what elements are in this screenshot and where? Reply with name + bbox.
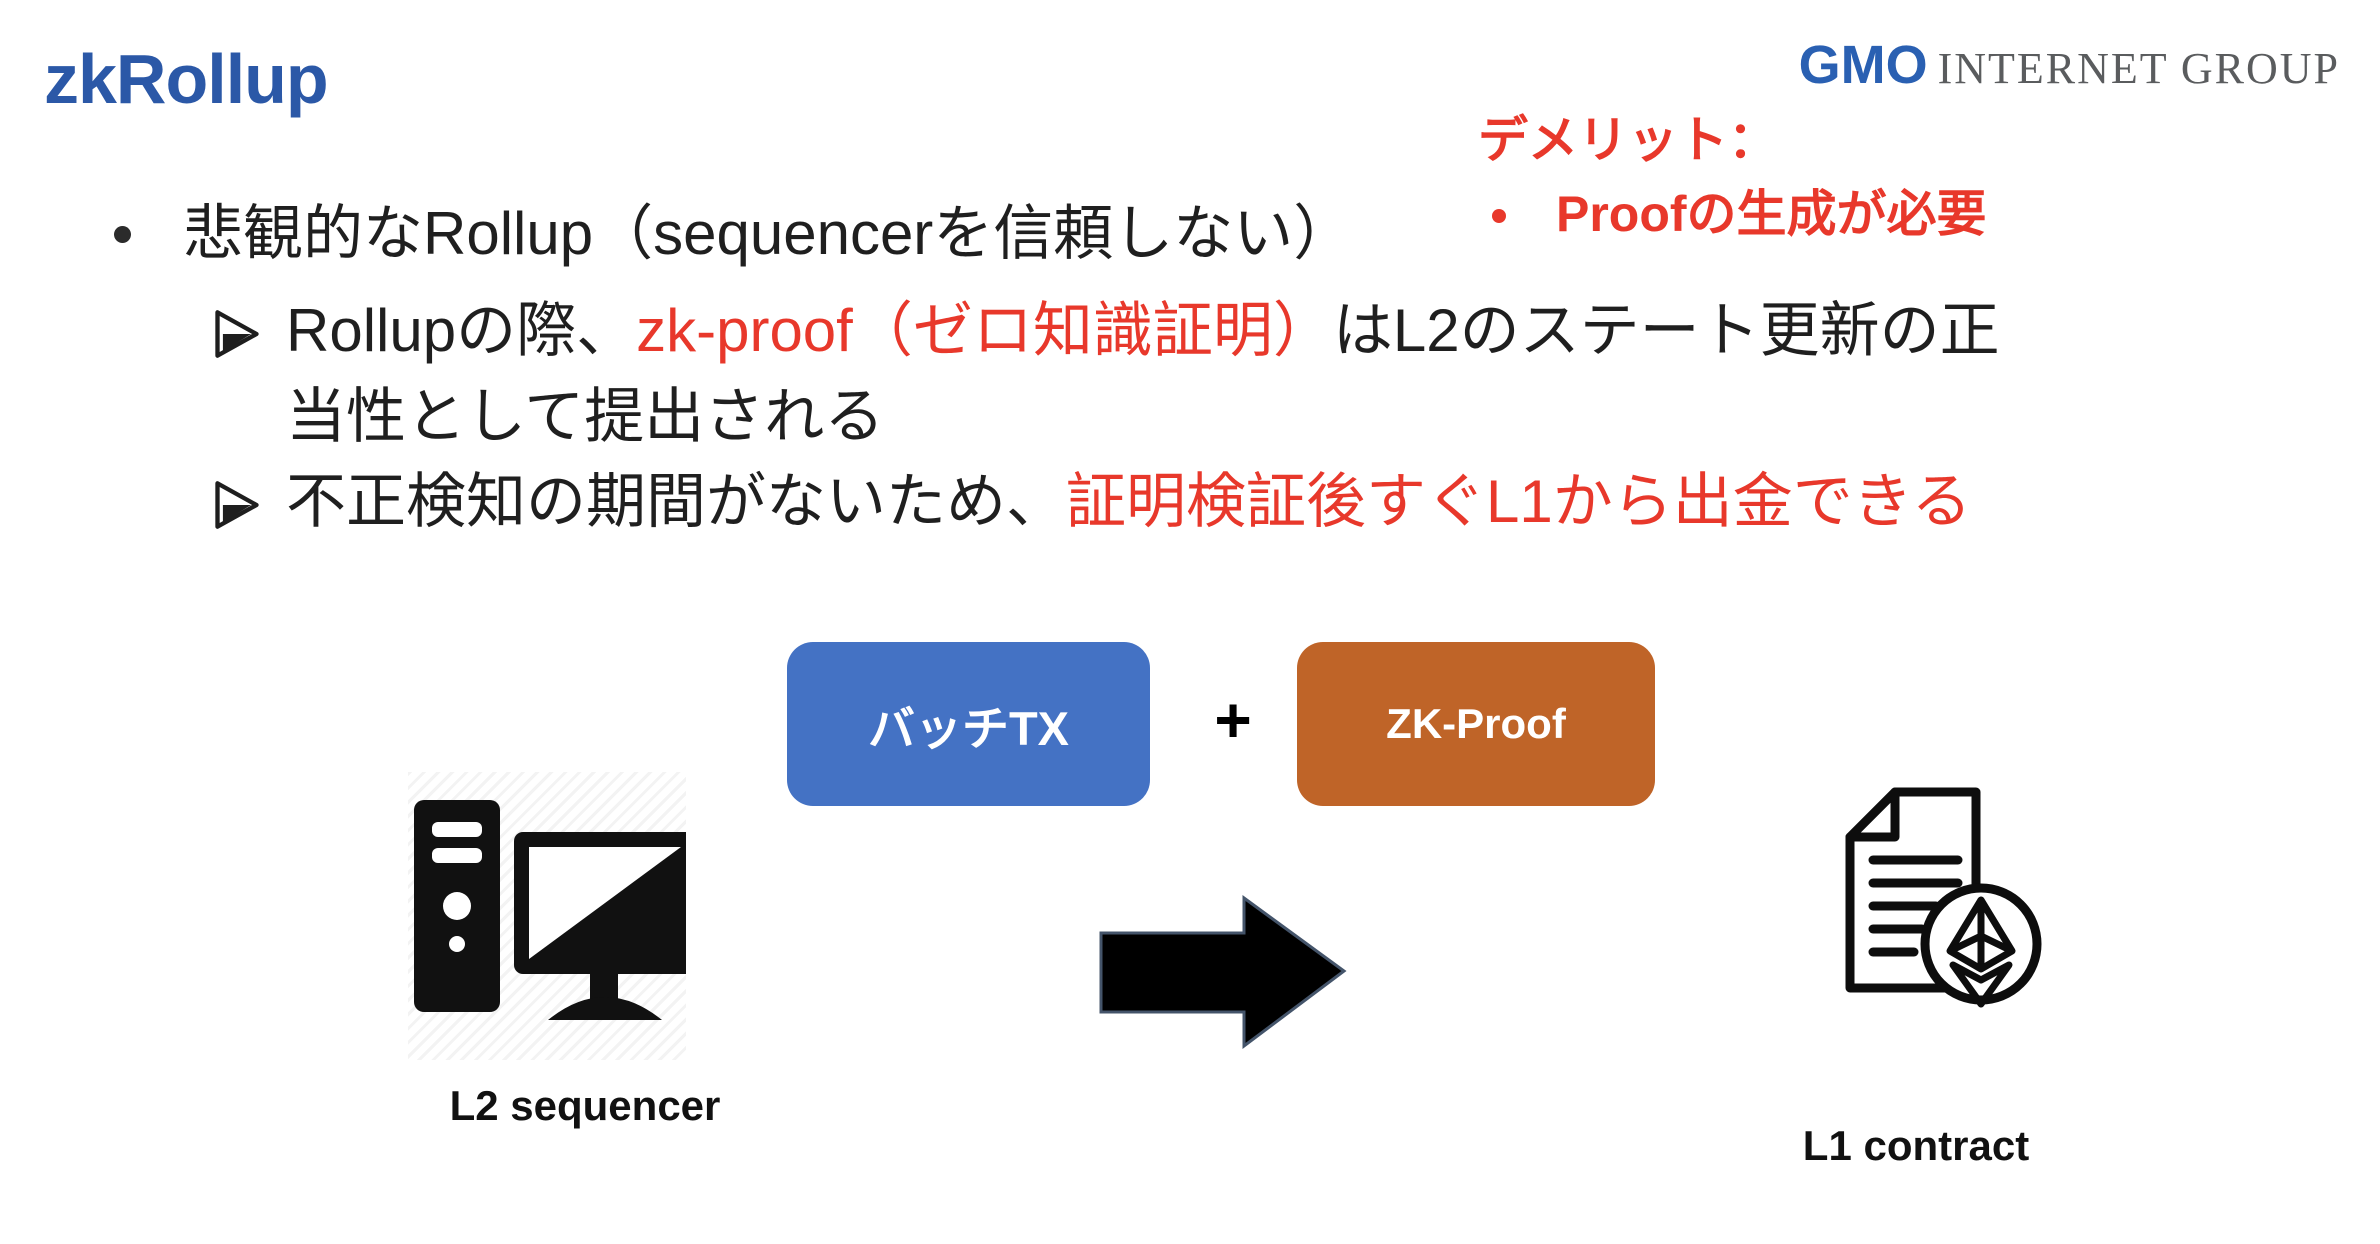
bullet-sub1-line2: 当性として提出される xyxy=(286,383,885,450)
bullet-main-text: 悲観的なRollup（sequencerを信頼しない） xyxy=(183,200,1354,267)
gmo-internet-group-logo: GMO INTERNET GROUP xyxy=(1799,38,2340,92)
sub2-black: 不正検知の期間がないため、 xyxy=(286,468,1066,535)
bullet-sub2: 不正検知の期間がないため、証明検証後すぐL1から出金できる xyxy=(212,459,1972,545)
red-bullet-dot xyxy=(1492,209,1506,223)
demerit-item-text: Proofの生成が必要 xyxy=(1556,186,1987,242)
bullet-sub2-text: 不正検知の期間がないため、証明検証後すぐL1から出金できる xyxy=(286,459,1972,545)
internet-group-logo-text: INTERNET GROUP xyxy=(1937,44,2340,93)
bullet-sub1: Rollupの際、zk-proof（ゼロ知識証明）はL2のステート更新の正 当性… xyxy=(212,288,2000,460)
arrowhead-bullet-icon xyxy=(215,481,259,529)
contract-document-icon xyxy=(1845,787,2042,1008)
l2-sequencer-label: L2 sequencer xyxy=(449,1082,721,1129)
bullet-sub1-text: Rollupの際、zk-proof（ゼロ知識証明）はL2のステート更新の正 当性… xyxy=(286,288,2000,460)
gmo-logo-text: GMO xyxy=(1798,35,1928,95)
demerit-block: デメリット： Proofの生成が必要 xyxy=(1478,110,1987,244)
l2-sequencer-figure xyxy=(408,772,686,1060)
sub1-red: zk-proof（ゼロ知識証明） xyxy=(636,297,1333,364)
plus-sign: + xyxy=(1214,684,1252,756)
bullet-sub1-line1: Rollupの際、zk-proof（ゼロ知識証明）はL2のステート更新の正 xyxy=(286,288,2000,374)
zk-proof-label: ZK-Proof xyxy=(1386,700,1566,747)
demerit-heading: デメリット： xyxy=(1478,112,1778,168)
sub2-red: 証明検証後すぐL1から出金できる xyxy=(1066,468,1972,535)
page-title: zkRollup xyxy=(44,40,329,118)
computer-icon xyxy=(414,800,686,1020)
bullet-dot xyxy=(114,226,131,243)
bullet-main: 悲観的なRollup（sequencerを信頼しない） xyxy=(114,196,1353,271)
demerit-item: Proofの生成が必要 xyxy=(1478,184,1987,244)
zk-proof-box: ZK-Proof xyxy=(1297,642,1655,806)
ethereum-icon xyxy=(1946,896,2016,1008)
sub1-black2: はL2のステート更新の正 xyxy=(1332,297,2000,364)
right-arrow-icon xyxy=(1099,895,1347,1049)
l1-contract-label: L1 contract xyxy=(1802,1122,2030,1169)
sub1-black1: Rollupの際、 xyxy=(286,297,637,364)
arrowhead-bullet-icon xyxy=(215,310,259,358)
batch-tx-box: バッチTX xyxy=(787,642,1150,806)
batch-tx-label: バッチTX xyxy=(867,701,1070,755)
